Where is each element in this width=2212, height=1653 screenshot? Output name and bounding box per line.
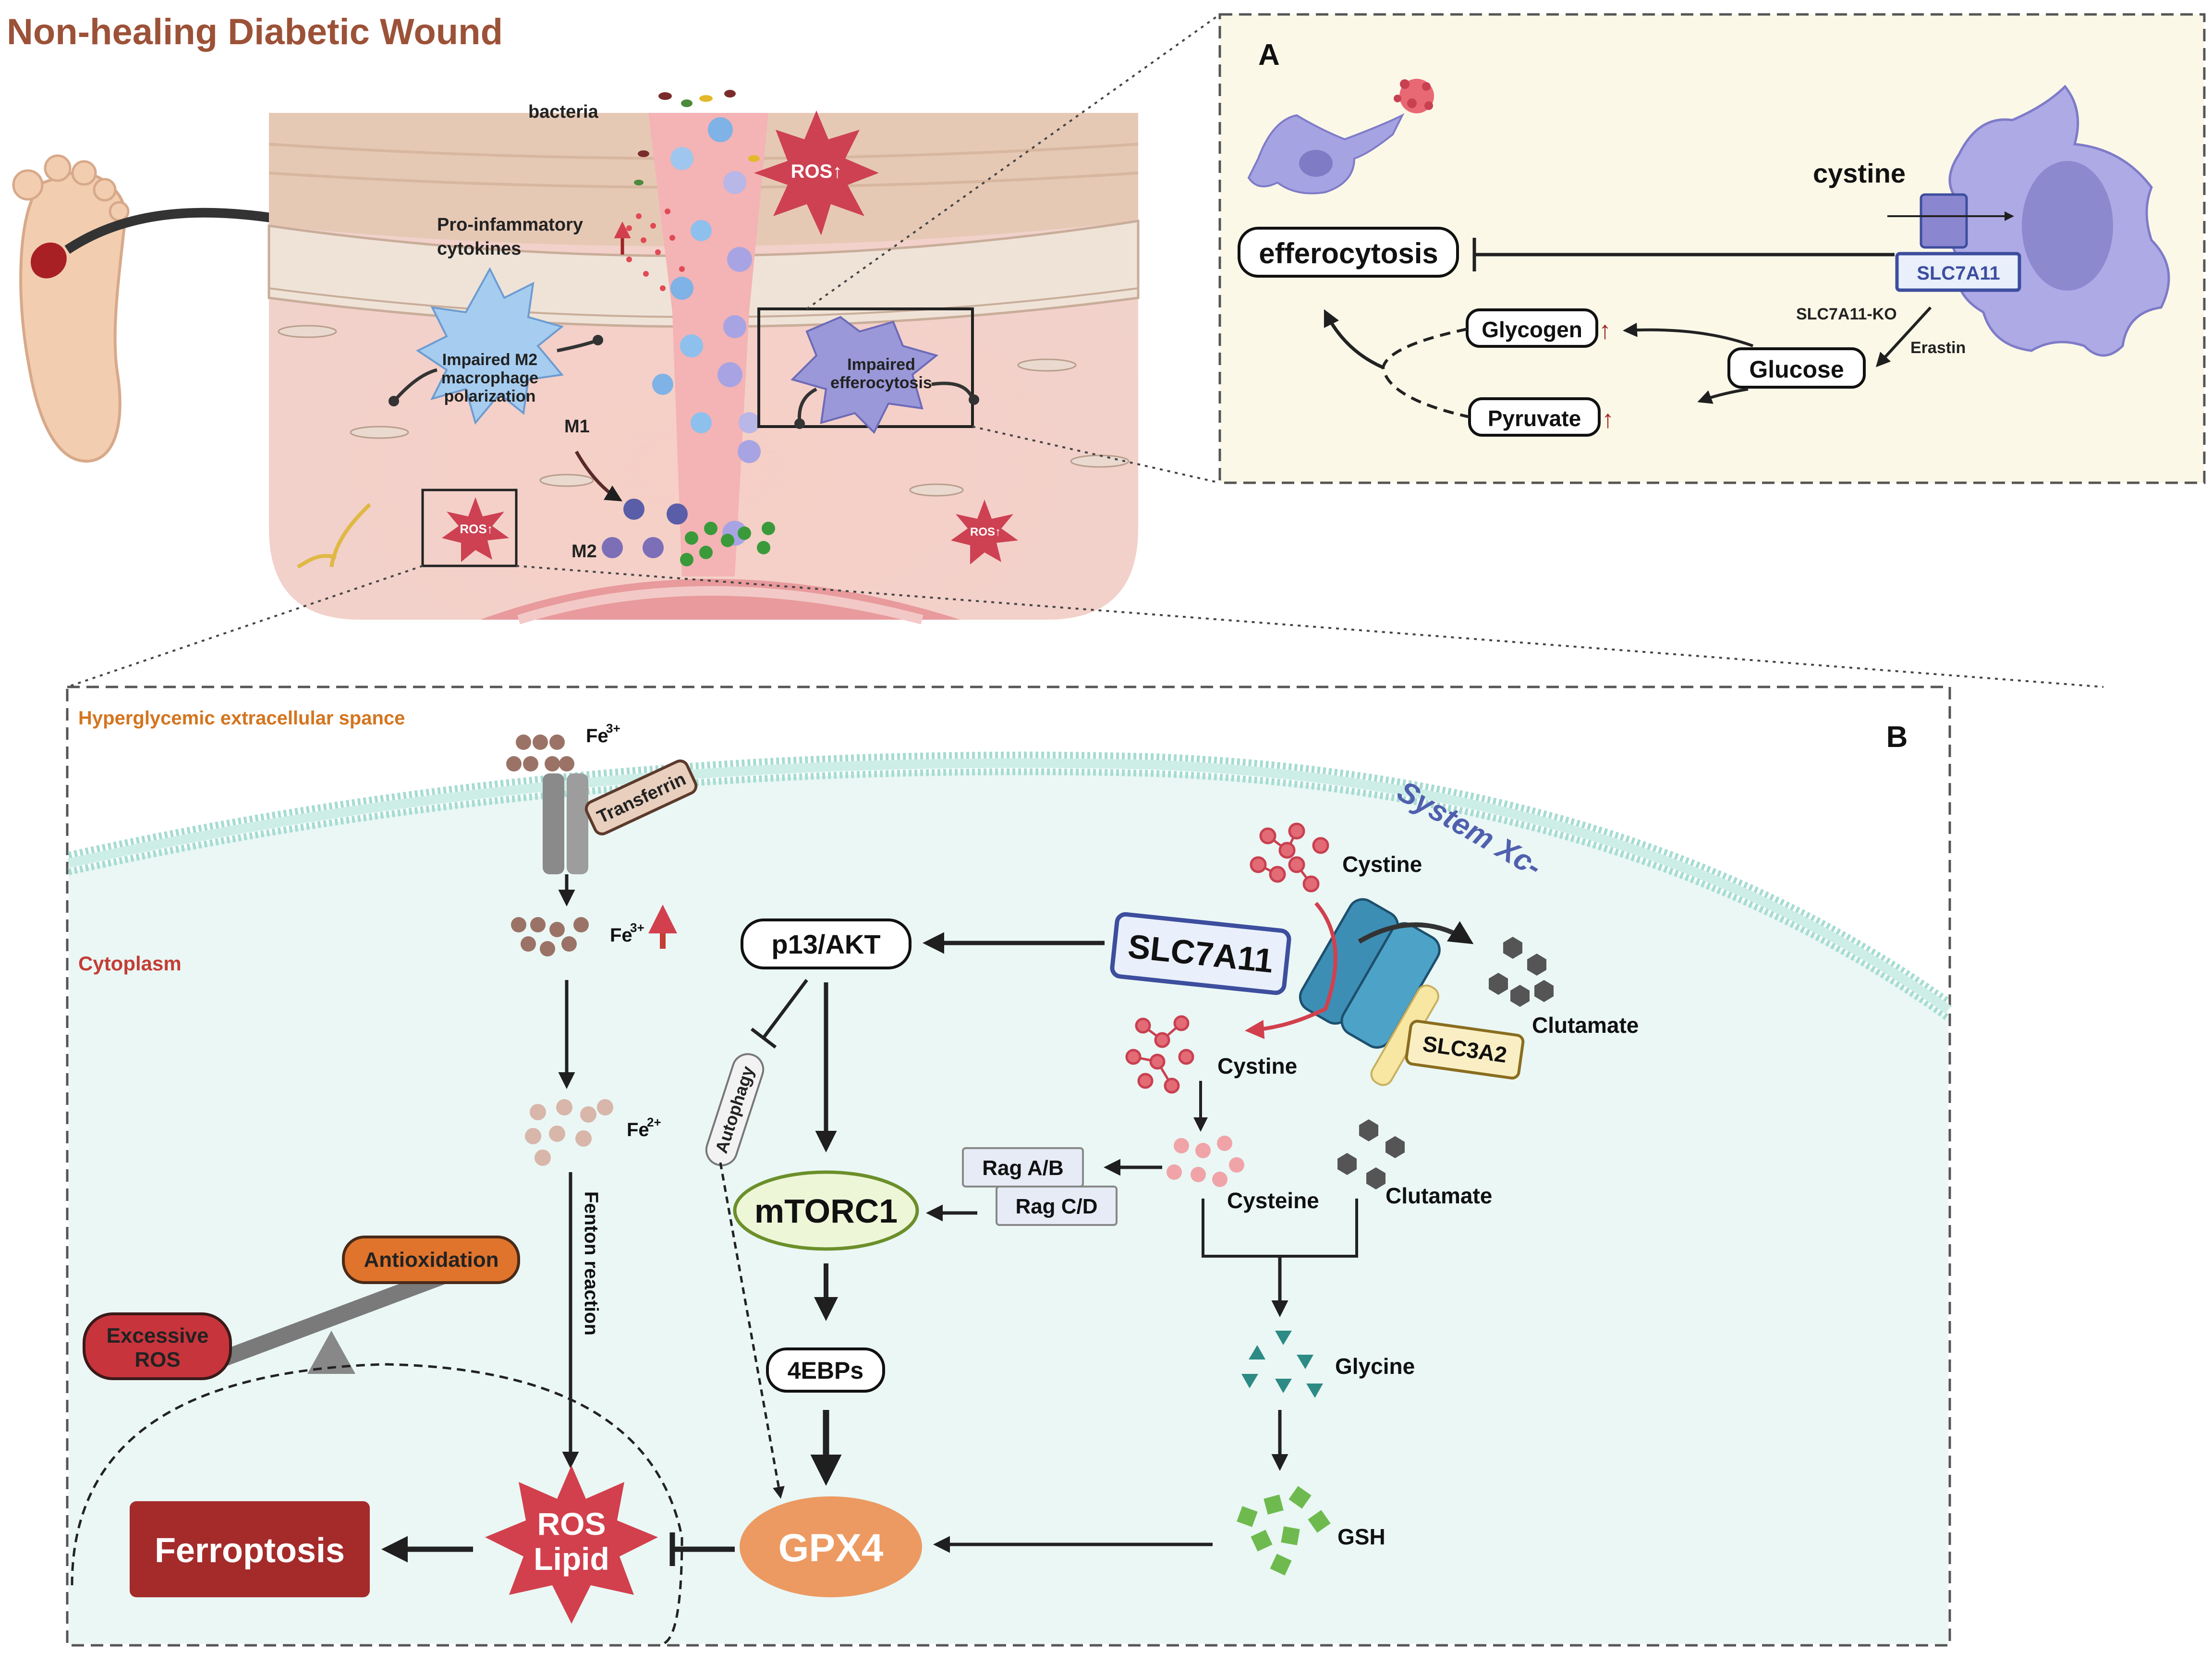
m1-label: M1 (564, 416, 590, 437)
transferrin-tag (584, 759, 698, 835)
cysteine-label: Cysteine (1227, 1188, 1319, 1213)
cystine-label-a: cystine (1813, 158, 1906, 188)
pyruvate-label: Pyruvate (1488, 406, 1581, 431)
ros-big-label: ROS↑ (791, 161, 842, 182)
gpx4-oval (740, 1496, 922, 1597)
fe3-outside-sup: 3+ (606, 721, 620, 735)
fe3-outside-label: Fe (586, 725, 608, 747)
slc7a11-label-a: SLC7A11 (1917, 263, 2000, 284)
ferroptosis-box (130, 1501, 370, 1597)
excessive-ros-box (83, 1312, 232, 1380)
ros-small-right-label: ROS↑ (970, 526, 1001, 539)
fe3-inside-sup: 3+ (630, 920, 644, 935)
m2-label: M2 (571, 541, 597, 562)
ferroptosis-label: Ferroptosis (155, 1531, 345, 1570)
glycogen-box (1466, 308, 1598, 348)
excessive-ros-line1: Excessive (107, 1324, 209, 1347)
efferocytosis-box (1238, 227, 1459, 278)
clutamate-out-label: Clutamate (1532, 1013, 1639, 1038)
ros-lipid-burst (485, 1465, 658, 1624)
antioxidation-box (342, 1236, 520, 1284)
slc7a11-box-b (1110, 912, 1291, 995)
page-title: Non-healing Diabetic Wound (7, 12, 503, 52)
fenton-label: Fenton reaction (581, 1191, 602, 1335)
cytokines-line1: Pro-infammatory (437, 215, 583, 235)
ros-zoom-box (421, 489, 518, 567)
cytokines-line2: cytokines (437, 239, 521, 259)
cytoplasm-label: Cytoplasm (78, 952, 182, 975)
p13akt-box (741, 918, 912, 969)
glycogen-up-arrow: ↑ (1599, 317, 1611, 344)
rag-cd-label: Rag C/D (1015, 1195, 1097, 1218)
ros-burst-icon (754, 110, 879, 235)
efferocytosis-label: efferocytosis (1259, 237, 1438, 269)
cystine-out-label: Cystine (1342, 852, 1422, 877)
excessive-ros-line2: ROS (134, 1348, 180, 1371)
rag-cd-box (996, 1186, 1118, 1226)
wound-illustration: ROS↑ ROS↑ ROS↑ Impaired M2 macrophage po… (267, 90, 1140, 624)
p13akt-label: p13/AKT (771, 929, 880, 959)
ros-small-box-label: ROS↑ (460, 522, 493, 536)
efferocytosis-line1: Impaired (847, 355, 915, 374)
panel-a-label: A (1258, 38, 1280, 72)
slc-ko-label: SLC7A11-KO (1796, 305, 1897, 323)
efferocytosis-line2: efferocytosis (830, 374, 932, 392)
cystine-in-label: Cystine (1217, 1053, 1297, 1078)
erastin-label: Erastin (1910, 339, 1966, 357)
efferocytosis-zoom-box (757, 307, 974, 428)
macrophage-icon (416, 267, 564, 425)
m2-polarization-line3: polarization (444, 387, 536, 405)
fe3-inside-label: Fe (610, 925, 632, 946)
extracellular-label: Hyperglycemic extracellular spance (78, 708, 405, 729)
rag-ab-label: Rag A/B (982, 1156, 1064, 1180)
panel-b: B Hyperglycemic extracellular spance Cyt… (66, 686, 1951, 1647)
slc7a11-box-a (1895, 252, 2021, 292)
ros-lipid-line2: Lipid (534, 1541, 609, 1577)
glucose-box (1727, 347, 1866, 389)
glucose-label: Glucose (1749, 356, 1844, 383)
4ebps-box (766, 1347, 885, 1393)
pyruvate-up-arrow: ↑ (1602, 405, 1614, 433)
panel-a: A cystine SLC7A11 efferocytosis SLC7A11-… (1218, 13, 2206, 484)
gsh-label: GSH (1337, 1524, 1386, 1549)
bacteria-label: bacteria (528, 102, 599, 122)
glycogen-label: Glycogen (1482, 317, 1582, 342)
mtorc1-oval (733, 1170, 919, 1251)
foot-icon (12, 154, 130, 463)
gpx4-label: GPX4 (778, 1526, 884, 1570)
clutamate-in-label: Clutamate (1386, 1183, 1492, 1208)
antioxidation-label: Antioxidation (364, 1248, 498, 1272)
4ebps-label: 4EBPs (788, 1357, 863, 1384)
m2-polarization-line1: Impaired M2 (442, 351, 537, 369)
panel-b-label: B (1886, 721, 1908, 754)
bacteria-icon (634, 90, 760, 185)
m2-polarization-line2: macrophage (441, 369, 538, 387)
fe2-label: Fe (627, 1119, 649, 1140)
mtorc1-label: mTORC1 (754, 1192, 898, 1230)
fe2-sup: 2+ (647, 1115, 661, 1129)
slc3a2-box (1405, 1019, 1525, 1080)
autophagy-pill (705, 1053, 765, 1166)
glycine-label: Glycine (1335, 1354, 1415, 1379)
ros-lipid-line1: ROS (537, 1506, 606, 1542)
